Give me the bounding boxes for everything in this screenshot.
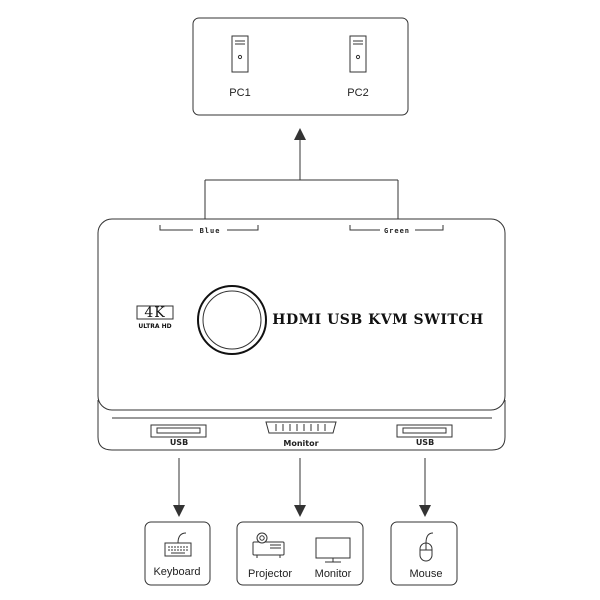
blue-port: Blue <box>159 225 259 235</box>
display-box: Projector Monitor <box>236 521 364 586</box>
projector-icon <box>252 532 285 558</box>
mouse-label: Mouse <box>409 568 442 580</box>
hdmi-monitor-label: Monitor <box>283 439 318 448</box>
usb-port-right: USB <box>396 424 453 447</box>
device-title: HDMI USB KVM SWITCH <box>272 312 483 328</box>
kvm-switch-device: Blue Green 4K ULTRA HD HDMI USB KVM SWIT… <box>97 218 506 451</box>
green-port: Green <box>349 225 444 235</box>
pc1-label: PC1 <box>229 87 250 99</box>
monitor-label: Monitor <box>315 568 352 580</box>
display-arrow <box>294 458 306 517</box>
4k-ultra-hd-badge: 4K ULTRA HD <box>136 305 174 330</box>
mouse-arrow <box>419 458 431 517</box>
switch-button[interactable] <box>197 285 267 355</box>
green-port-label: Green <box>384 227 410 235</box>
usb-port-left: USB <box>150 424 207 447</box>
keyboard-label: Keyboard <box>153 566 200 578</box>
badge-4k-text: 4K <box>144 305 165 321</box>
pc1-icon <box>231 35 249 73</box>
mouse-icon <box>419 532 434 562</box>
keyboard-icon <box>164 532 192 557</box>
mouse-box: Mouse <box>390 521 458 586</box>
blue-port-label: Blue <box>200 227 221 235</box>
projector-label: Projector <box>248 568 292 580</box>
usb-left-label: USB <box>170 438 188 447</box>
pc-box: PC1 PC2 <box>192 17 409 116</box>
pc2-label: PC2 <box>347 87 368 99</box>
monitor-icon <box>315 537 351 563</box>
pc-connection-arrow <box>204 128 399 219</box>
keyboard-box: Keyboard <box>144 521 211 586</box>
usb-right-label: USB <box>416 438 434 447</box>
keyboard-arrow <box>173 458 185 517</box>
pc2-icon <box>349 35 367 73</box>
hdmi-monitor-port: Monitor <box>265 421 337 448</box>
badge-ultra-hd-text: ULTRA HD <box>138 323 171 330</box>
